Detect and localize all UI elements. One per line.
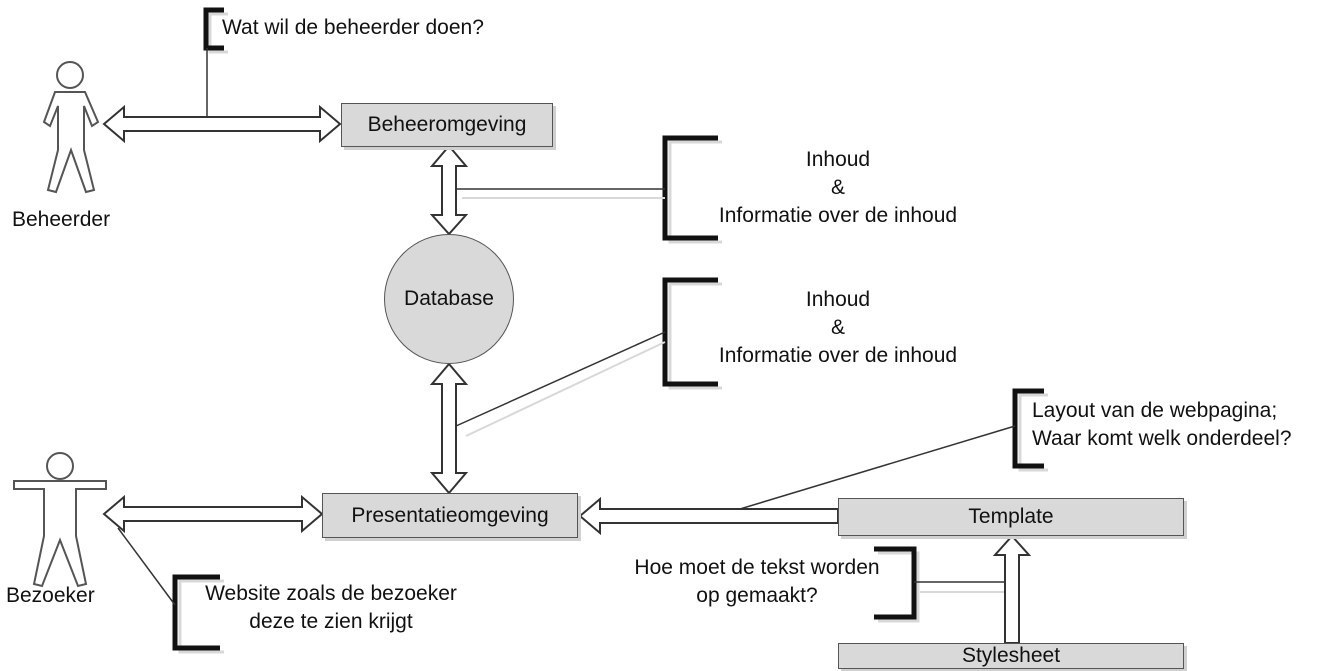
- connector-shadows: [462, 197, 1010, 593]
- beheeromgeving-label: Beheeromgeving: [367, 113, 527, 136]
- admin-question-annotation: Wat wil de beheerder doen?: [222, 16, 484, 39]
- database-node: Database: [384, 234, 514, 364]
- bezoeker-label: Bezoeker: [6, 584, 95, 607]
- layout-line1: Layout van de webpagina;: [1032, 399, 1278, 422]
- bracket-callouts: [172, 7, 1048, 654]
- text-style-annotation: Hoe moet de tekst worden op gemaakt?: [608, 554, 906, 610]
- connector-lines: [117, 48, 1016, 606]
- beheeromgeving-node: Beheeromgeving: [341, 103, 553, 147]
- content-top-line3: Informatie over de inhoud: [718, 204, 958, 227]
- website-view-line1: Website zoals de bezoeker: [205, 582, 457, 605]
- stylesheet-node: Stylesheet: [838, 643, 1184, 669]
- content-annotation-middle: Inhoud & Informatie over de inhoud: [690, 286, 986, 370]
- visitor-actor-icon: [13, 452, 107, 588]
- website-view-annotation: Website zoals de bezoeker deze te zien k…: [186, 580, 476, 636]
- template-node: Template: [838, 498, 1184, 536]
- text-style-line2: op gemaakt?: [696, 584, 818, 607]
- admin-actor-icon: [42, 61, 100, 194]
- content-middle-line2: &: [830, 316, 845, 339]
- content-top-line2: &: [830, 176, 845, 199]
- content-middle-line3: Informatie over de inhoud: [718, 344, 958, 367]
- layout-annotation: Layout van de webpagina; Waar komt welk …: [1032, 397, 1292, 453]
- stylesheet-label: Stylesheet: [961, 644, 1061, 667]
- website-view-line2: deze te zien krijgt: [249, 610, 413, 633]
- content-annotation-top: Inhoud & Informatie over de inhoud: [690, 146, 986, 230]
- content-top-line1: Inhoud: [805, 148, 871, 171]
- layout-line2: Waar komt welk onderdeel?: [1032, 427, 1292, 450]
- beheerder-label: Beheerder: [12, 208, 111, 231]
- content-middle-line1: Inhoud: [805, 288, 871, 311]
- text-style-line1: Hoe moet de tekst worden: [634, 556, 880, 579]
- database-label: Database: [404, 287, 494, 310]
- presentatieomgeving-label: Presentatieomgeving: [351, 503, 549, 527]
- presentatieomgeving-node: Presentatieomgeving: [322, 493, 578, 538]
- template-label: Template: [968, 505, 1054, 528]
